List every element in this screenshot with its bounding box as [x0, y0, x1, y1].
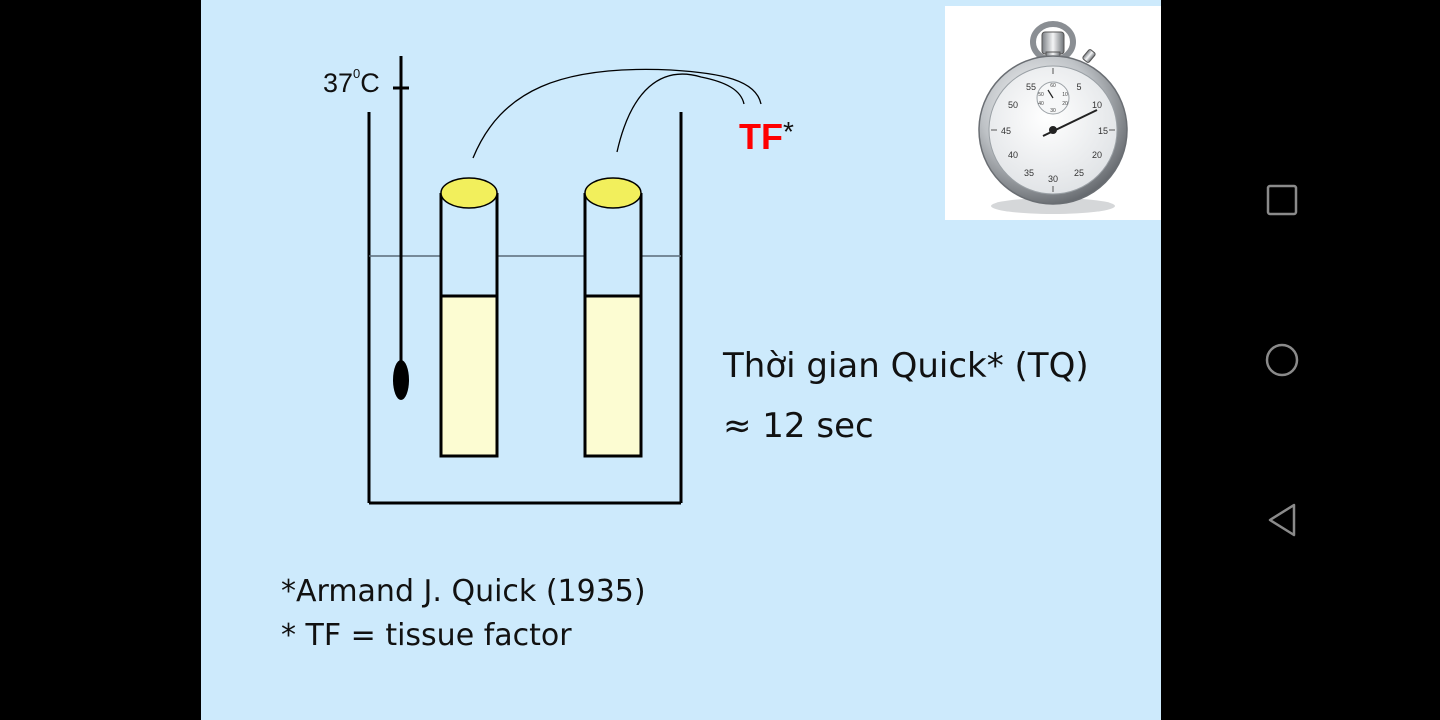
- svg-text:10: 10: [1092, 100, 1102, 110]
- quick-time-value: ≈ 12 sec: [723, 406, 874, 446]
- result-text: Thời gian Quick* (TQ) ≈ 12 sec: [723, 336, 1089, 456]
- quick-time-title: Thời gian Quick* (TQ): [723, 346, 1089, 386]
- svg-text:10: 10: [1062, 92, 1068, 98]
- water-bath-diagram: [367, 56, 762, 505]
- tissue-factor-label: TF*: [739, 116, 794, 158]
- svg-text:20: 20: [1092, 150, 1102, 160]
- svg-text:40: 40: [1008, 150, 1018, 160]
- svg-text:50: 50: [1038, 92, 1044, 98]
- triangle-back-icon[interactable]: [1264, 502, 1300, 538]
- svg-text:60: 60: [1050, 83, 1056, 89]
- thermometer: [393, 56, 409, 400]
- stopwatch-icon: 5 10 15 20 25 30 35 40 45 50 55 60 10 20…: [978, 21, 1128, 214]
- svg-text:20: 20: [1062, 101, 1068, 107]
- stopwatch-image: 5 10 15 20 25 30 35 40 45 50 55 60 10 20…: [945, 6, 1161, 220]
- test-tube-2: [583, 177, 643, 458]
- svg-text:50: 50: [1008, 100, 1018, 110]
- svg-text:5: 5: [1076, 82, 1081, 92]
- footnote-2: * TF = tissue factor: [281, 618, 572, 653]
- svg-text:40: 40: [1038, 101, 1044, 107]
- svg-text:30: 30: [1048, 174, 1058, 184]
- water-bath: [367, 112, 683, 505]
- presentation-slide: 370C TF* Thời gian Quick* (TQ) ≈ 12 sec …: [201, 0, 1161, 720]
- temperature-label: 370C: [323, 66, 380, 98]
- footnotes: *Armand J. Quick (1935) * TF = tissue fa…: [281, 570, 646, 658]
- test-tube-1: [439, 177, 499, 458]
- tf-text: TF: [739, 116, 783, 157]
- svg-text:55: 55: [1026, 82, 1036, 92]
- tf-asterisk: *: [782, 116, 794, 147]
- navigation-bar: [1161, 0, 1440, 720]
- reagent-curves: [472, 68, 762, 159]
- svg-text:35: 35: [1024, 168, 1034, 178]
- svg-text:45: 45: [1001, 126, 1011, 136]
- svg-text:15: 15: [1098, 126, 1108, 136]
- square-icon[interactable]: [1264, 182, 1300, 218]
- circle-icon[interactable]: [1264, 342, 1300, 378]
- svg-text:25: 25: [1074, 168, 1084, 178]
- svg-text:30: 30: [1050, 108, 1056, 114]
- footnote-1: *Armand J. Quick (1935): [281, 574, 646, 609]
